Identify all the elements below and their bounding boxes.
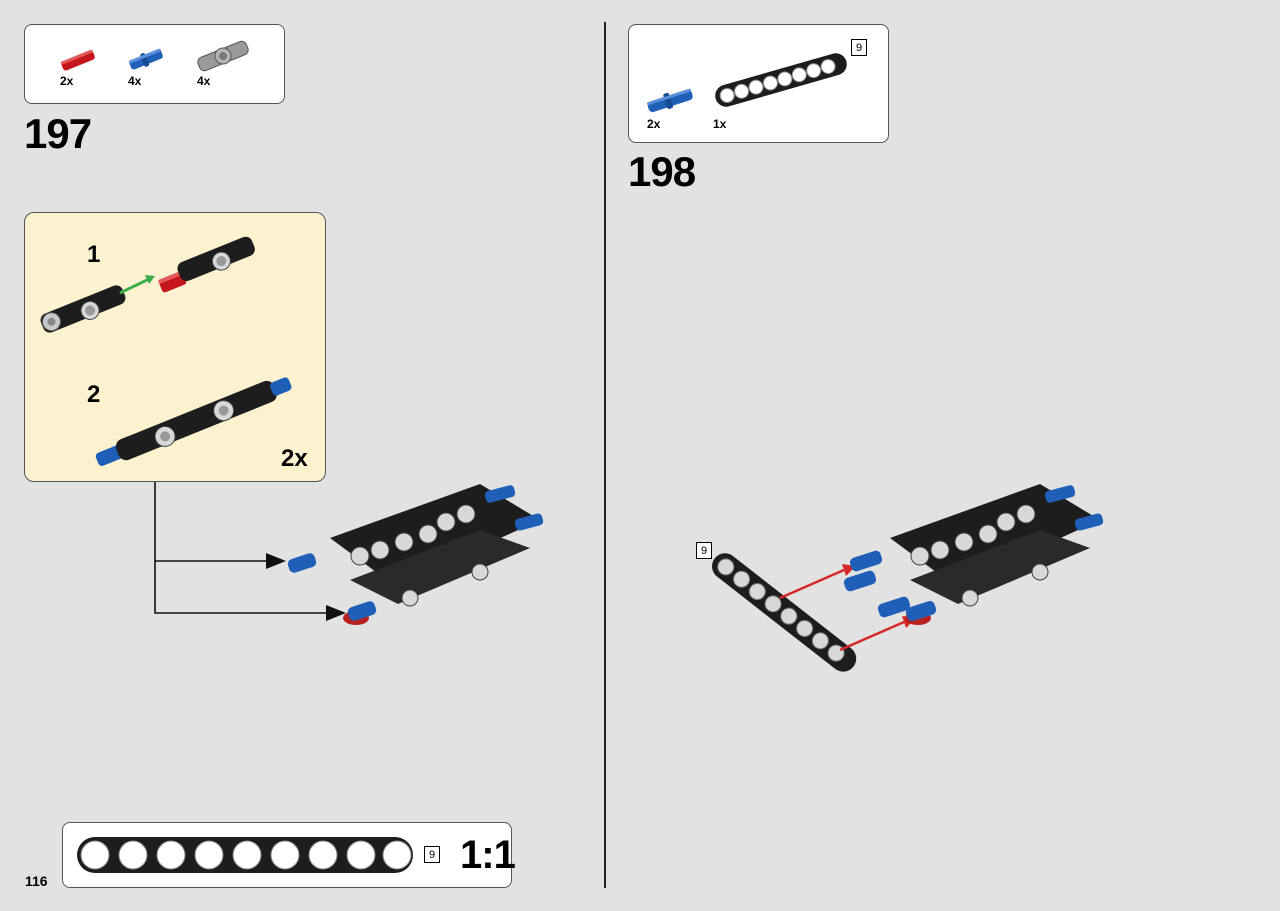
part-qty: 2x xyxy=(647,117,661,131)
parts-list-box: 2x 1x 9 xyxy=(628,24,889,143)
grey-axle-connector-icon xyxy=(197,40,249,72)
part-qty: 2x xyxy=(60,74,74,88)
beam-ruler-icon xyxy=(77,837,413,873)
scale-label: 1:1 xyxy=(460,833,516,877)
callout-connector-arrows xyxy=(154,482,346,621)
beam-attach-illustration xyxy=(712,484,1104,672)
parts-list-box: 2x 4x 4x xyxy=(24,24,285,104)
chassis-model-illustration xyxy=(287,484,544,625)
connector-assembly-illustration xyxy=(40,236,292,466)
page-divider xyxy=(604,22,606,888)
substep-number: 1 xyxy=(87,241,101,268)
part-qty: 1x xyxy=(713,117,727,131)
page-number: 116 xyxy=(25,873,48,889)
beam-length-tag: 9 xyxy=(851,39,867,56)
black-beam-icon xyxy=(715,53,847,107)
blue-pin-icon xyxy=(647,88,693,113)
substep-number: 2 xyxy=(87,381,101,408)
ruler-length-tag: 9 xyxy=(424,846,440,863)
step-number-198: 198 xyxy=(628,148,696,195)
part-qty: 4x xyxy=(197,74,211,88)
callout-length-tag: 9 xyxy=(696,542,712,559)
step-number-197: 197 xyxy=(24,110,92,157)
length-ruler-box: 9 xyxy=(62,822,512,888)
blue-pin-icon xyxy=(128,48,163,70)
part-qty: 4x xyxy=(128,74,142,88)
red-axle-pin-icon xyxy=(60,49,95,71)
submodel-callout-box: 1 2 2x xyxy=(24,212,326,482)
submodel-multiplier: 2x xyxy=(281,445,308,472)
